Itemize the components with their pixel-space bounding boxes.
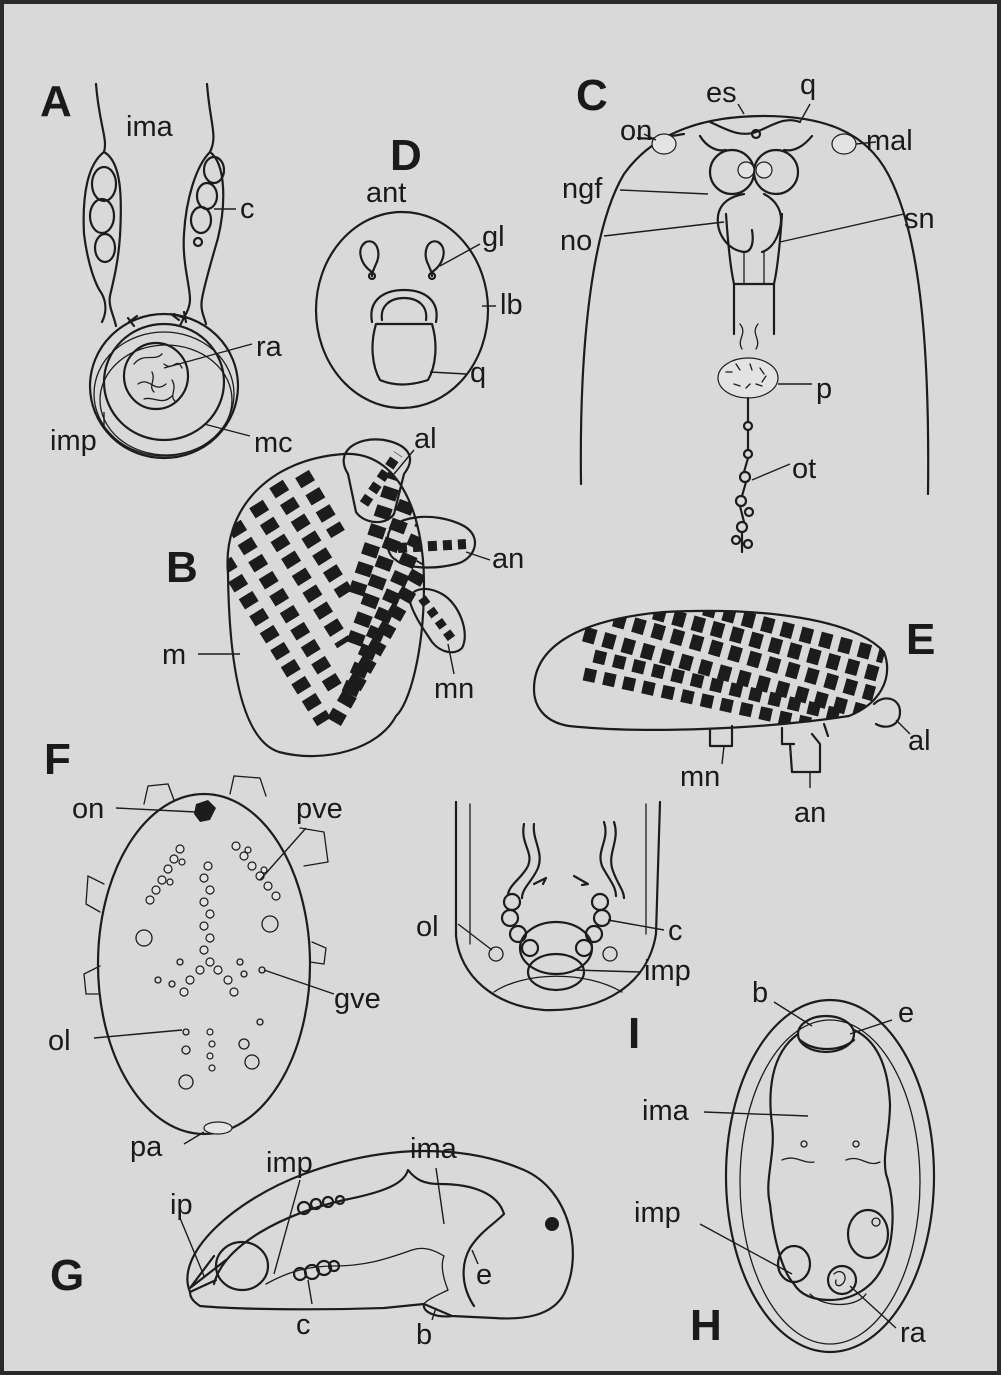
panel-f-label-on: on [72, 793, 104, 825]
panel-d-label-ant: ant [366, 177, 406, 209]
panel-a-label-mc: mc [254, 427, 293, 459]
panel-i-label-ol: ol [416, 911, 439, 943]
panel-c-label-ot: ot [792, 453, 816, 485]
panel-g-label-imp: imp [266, 1147, 313, 1179]
panel-h-letter: H [690, 1301, 722, 1350]
panel-i-label-imp: imp [644, 955, 691, 987]
panel-f-letter: F [44, 735, 71, 784]
panel-c-label-p: p [816, 373, 832, 405]
panel-i-letter: I [628, 1009, 640, 1058]
panel-c-label-no: no [560, 225, 592, 257]
panel-f-label-pa: pa [130, 1131, 163, 1163]
panel-f-label-pve: pve [296, 793, 343, 825]
panel-d-label-gl: gl [482, 221, 505, 253]
panel-b-label-an: an [492, 543, 524, 575]
panel-g-label-c: c [296, 1309, 311, 1341]
panel-h-label-ima: ima [642, 1095, 690, 1127]
panel-h-label-imp: imp [634, 1197, 681, 1229]
panel-c-letter: C [576, 71, 608, 120]
panel-a-label-ra: ra [256, 331, 283, 363]
panel-g-label-ip: ip [170, 1189, 193, 1221]
panel-e-label-al: al [908, 725, 931, 757]
panel-g-label-b: b [416, 1319, 432, 1351]
panel-h-label-b: b [752, 977, 768, 1009]
panel-h-label-ra: ra [900, 1317, 927, 1349]
panel-a-label-ima: ima [126, 111, 174, 143]
panel-c-label-ngf: ngf [562, 173, 603, 205]
panel-a-letter: A [40, 77, 72, 126]
panel-h-label-e: e [898, 997, 914, 1029]
panel-d-label-lb: lb [500, 289, 523, 321]
panel-c-plug [718, 358, 778, 398]
panel-b-label-al: al [414, 423, 437, 455]
panel-b-letter: B [166, 543, 198, 592]
panel-g-dark-spot [545, 1217, 559, 1231]
panel-f-label-ol: ol [48, 1025, 71, 1057]
panel-f-label-gve: gve [334, 983, 381, 1015]
panel-e-label-mn: mn [680, 761, 720, 793]
panel-f-pa-spot [204, 1122, 232, 1134]
panel-b-label-mn: mn [434, 673, 474, 705]
panel-c-label-on: on [620, 115, 652, 147]
panel-d-letter: D [390, 131, 422, 180]
panel-d-label-q: q [470, 357, 486, 389]
panel-c-label-es: es [706, 77, 737, 109]
panel-c-label-mal: mal [866, 125, 913, 157]
panel-a-label-imp: imp [50, 425, 97, 457]
panel-g-letter: G [50, 1251, 84, 1300]
panel-e-label-an: an [794, 797, 826, 829]
panel-a-label-c: c [240, 193, 255, 225]
panel-c-label-sn: sn [904, 203, 935, 235]
panel-c-right-organelle [832, 134, 856, 154]
panel-g-label-ima: ima [410, 1133, 458, 1165]
panel-i-label-c: c [668, 915, 683, 947]
panel-g-label-e: e [476, 1259, 492, 1291]
panel-e-letter: E [906, 615, 935, 664]
panel-b-label-m: m [162, 639, 186, 671]
panel-c-left-organelle [652, 134, 676, 154]
figure-plate: A ima c ra imp mc D ant [4, 4, 997, 1371]
panel-c-label-q: q [800, 69, 816, 101]
